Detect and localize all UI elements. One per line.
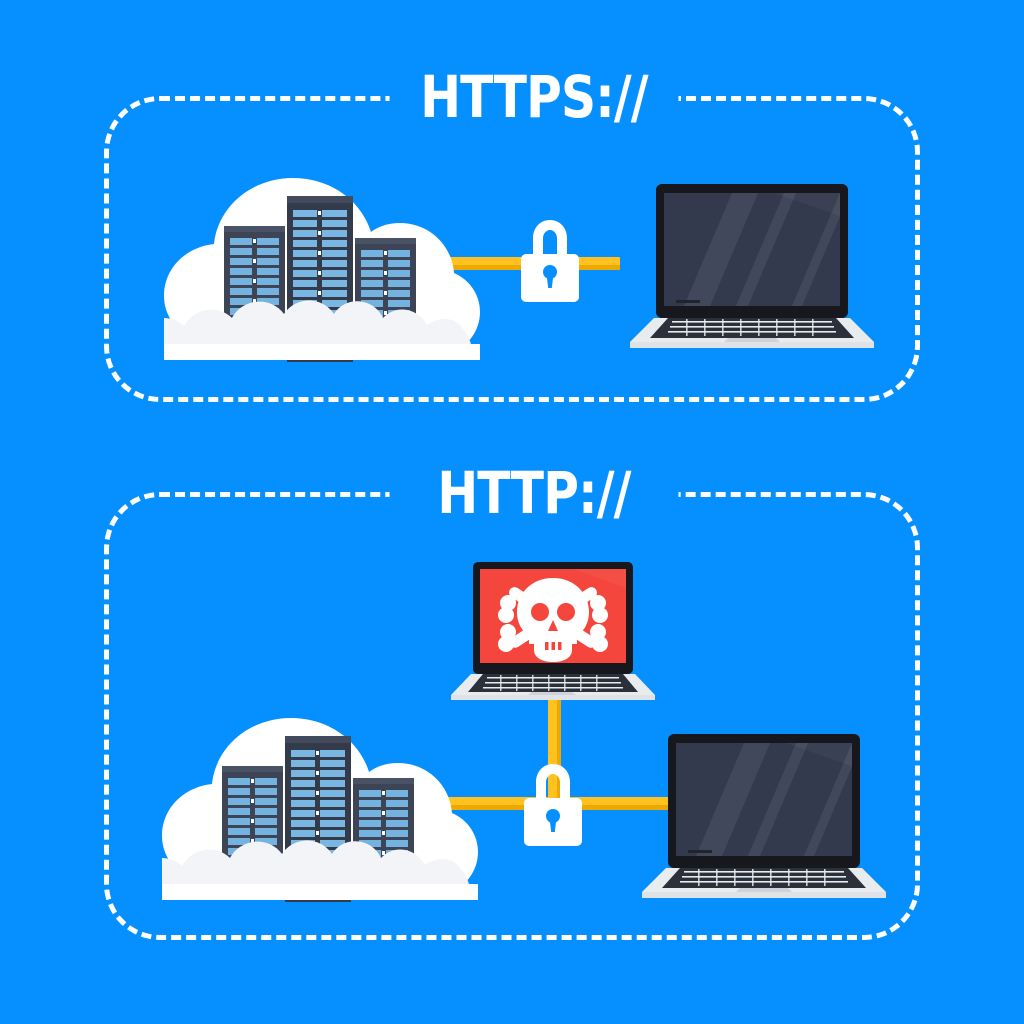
panel-https-title: HTTPS://: [389, 68, 679, 126]
laptop-icon: [630, 184, 874, 348]
server-cloud-http: [148, 708, 488, 908]
padlock-closed-icon: [521, 220, 579, 302]
padlock-closed: [513, 212, 587, 308]
padlock-open: [512, 752, 590, 852]
client-laptop-https: [624, 176, 880, 356]
server-rack-icon: [224, 196, 416, 362]
client-laptop-http: [636, 726, 892, 906]
cable-http-attacker: [548, 690, 561, 805]
cloud-front-lobes: [162, 840, 478, 900]
padlock-open-icon: [524, 764, 582, 846]
laptop-icon: [642, 734, 886, 898]
laptop-icon: [451, 562, 655, 700]
panel-http-title: HTTP://: [389, 464, 679, 522]
cloud-front-lobes: [164, 300, 480, 360]
hacker-laptop: [446, 556, 660, 706]
cable-http-right: [560, 797, 670, 810]
skull-crossbones-icon: [498, 578, 608, 662]
server-cloud-https: [150, 168, 490, 368]
